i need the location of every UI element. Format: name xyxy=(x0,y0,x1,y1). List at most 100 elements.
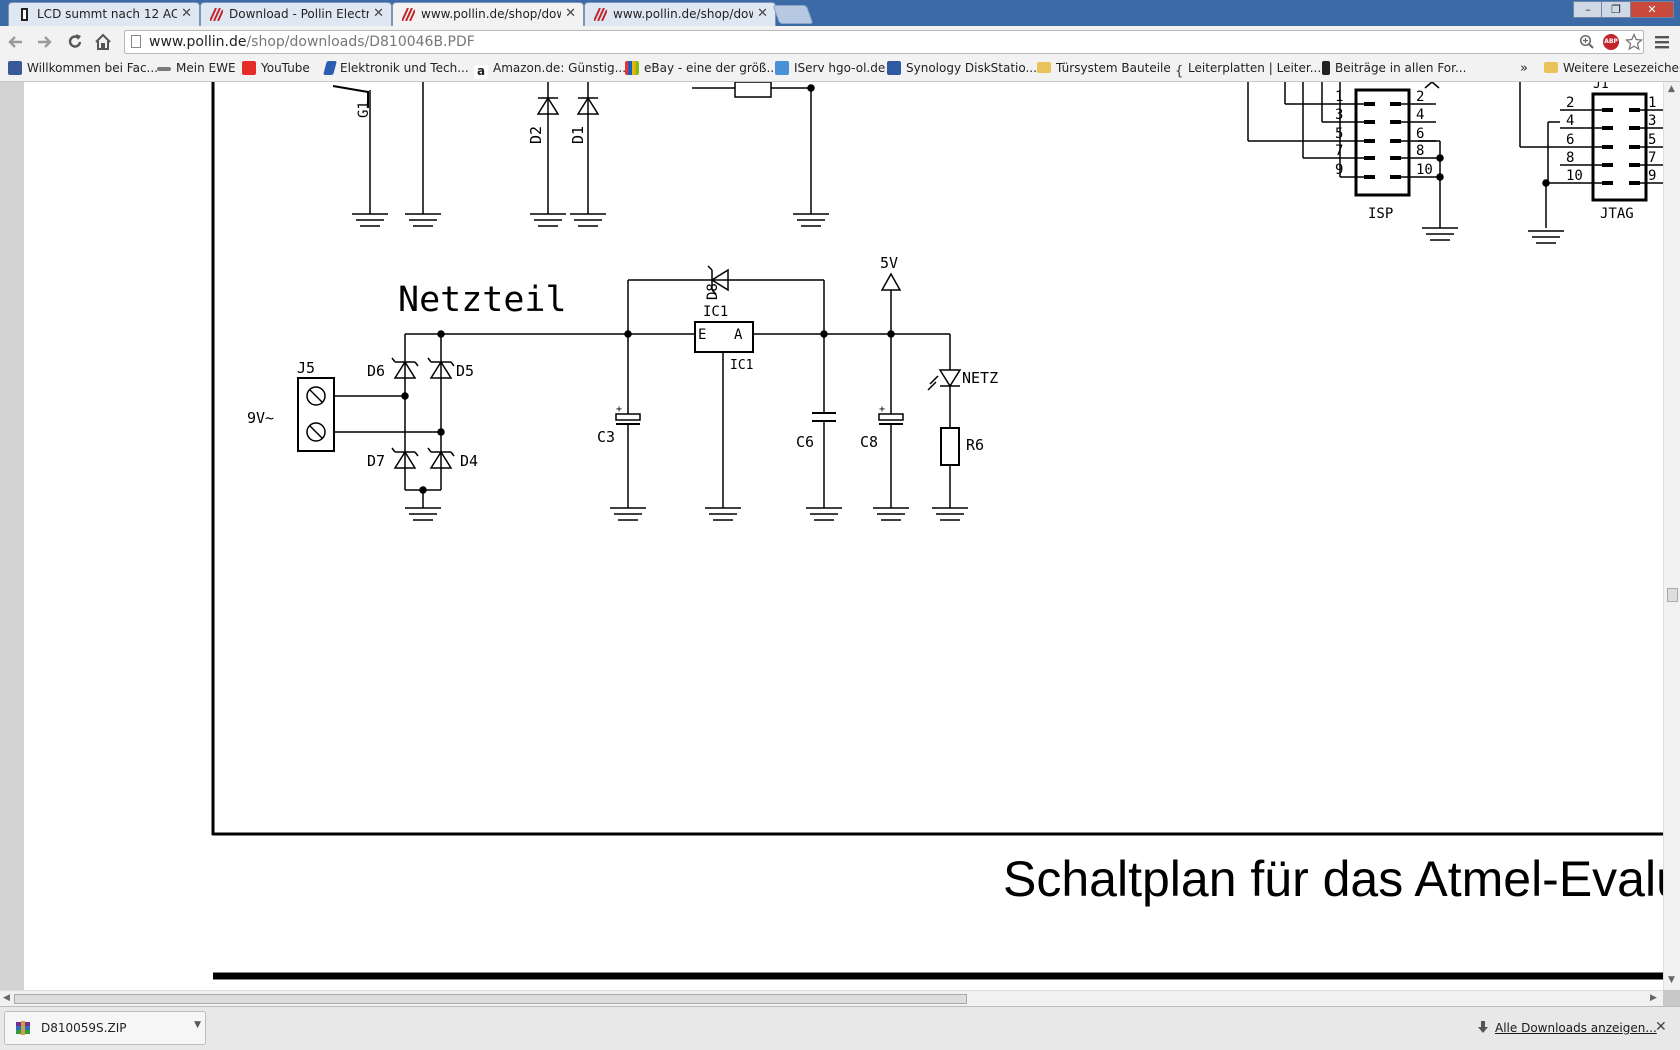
new-tab-button[interactable] xyxy=(772,5,814,24)
label-ic1-top: IC1 xyxy=(703,304,728,320)
ground-symbol xyxy=(610,507,646,521)
close-tab-icon[interactable]: ✕ xyxy=(373,6,384,21)
pdf-page: G1 D2 D1 xyxy=(24,82,1663,990)
bookmark-label: Amazon.de: Günstig... xyxy=(493,61,627,75)
terminal-block-j5 xyxy=(297,377,441,452)
back-arrow-icon xyxy=(8,36,22,48)
bookmark-ebay[interactable]: eBay - eine der größ... xyxy=(625,61,778,79)
bookmark-elektronik[interactable]: Elektronik und Tech... xyxy=(323,61,469,79)
bookmark-facebook[interactable]: Willkommen bei Fac... xyxy=(8,61,158,79)
bookmarks-overflow-button[interactable]: » xyxy=(1520,61,1528,76)
label-jtag: JTAG xyxy=(1600,206,1634,222)
scroll-up-arrow-icon[interactable]: ▲ xyxy=(1668,84,1675,94)
menu-icon[interactable] xyxy=(1653,33,1671,51)
ground-symbol xyxy=(405,507,441,521)
pin-number: 3 xyxy=(1648,113,1656,129)
bookmark-star-icon[interactable] xyxy=(1625,33,1643,51)
download-arrow-icon xyxy=(1478,1021,1488,1033)
horizontal-scrollbar[interactable]: ◀ ▶ xyxy=(0,990,1663,1006)
tab-pdf-2[interactable]: www.pollin.de/shop/dow ✕ xyxy=(584,2,776,26)
maximize-button[interactable]: ❐ xyxy=(1601,1,1631,18)
adblock-plus-icon[interactable]: ABP xyxy=(1603,34,1619,50)
tab-active-pdf[interactable]: www.pollin.de/shop/dow ✕ xyxy=(392,2,584,26)
bookmark-label: Mein EWE xyxy=(176,61,236,75)
bookmark-iserv[interactable]: IServ hgo-ol.de xyxy=(775,61,885,79)
label-d7: D7 xyxy=(367,452,385,470)
download-shelf: D810059S.ZIP ▼ Alle Downloads anzeigen..… xyxy=(0,1006,1680,1050)
pdf-viewport[interactable]: G1 D2 D1 xyxy=(0,82,1663,990)
bracket-icon: { xyxy=(1175,64,1184,79)
section-title-netzteil: Netzteil xyxy=(398,280,567,320)
address-bar[interactable]: www.pollin.de/shop/downloads/D810046B.PD… xyxy=(124,30,1644,54)
close-tab-icon[interactable]: ✕ xyxy=(181,6,192,21)
url-host: www.pollin.de xyxy=(149,34,247,50)
ground-symbol xyxy=(530,213,566,227)
bookmark-youtube[interactable]: YouTube xyxy=(242,61,310,79)
minimize-button[interactable]: – xyxy=(1573,1,1603,18)
back-button[interactable] xyxy=(5,32,27,52)
download-item[interactable]: D810059S.ZIP ▼ xyxy=(4,1011,206,1045)
ebay-icon xyxy=(625,61,639,75)
polarity-plus-c3: + xyxy=(616,404,622,415)
bookmark-synology[interactable]: Synology DiskStatio... xyxy=(887,61,1037,79)
bookmarks-bar: Willkommen bei Fac... Mein EWE YouTube E… xyxy=(0,58,1680,82)
iserv-icon xyxy=(775,61,789,75)
label-ic1: IC1 xyxy=(730,358,753,373)
forward-button[interactable] xyxy=(33,32,55,52)
bookmark-beitraege[interactable]: Beiträge in allen For... xyxy=(1322,61,1466,79)
tab-label: LCD summt nach 12 AC E xyxy=(37,7,177,21)
reload-button[interactable] xyxy=(64,32,86,52)
tab-strip: LCD summt nach 12 AC E ✕ Download - Poll… xyxy=(0,0,1680,26)
forward-arrow-icon xyxy=(38,36,52,48)
label-c6: C6 xyxy=(796,433,814,451)
bookmark-tuersystem[interactable]: Türsystem Bauteile xyxy=(1037,61,1171,79)
pin-number: 4 xyxy=(1566,113,1574,129)
bookmark-leiterplatten[interactable]: {Leiterplatten | Leiter... xyxy=(1175,61,1321,79)
horizontal-scroll-thumb[interactable] xyxy=(14,994,967,1004)
home-button[interactable] xyxy=(92,32,114,52)
other-bookmarks-folder[interactable]: Weitere Lesezeichen xyxy=(1544,61,1680,79)
pin-number: 5 xyxy=(1335,126,1343,142)
show-all-downloads-link[interactable]: Alle Downloads anzeigen... xyxy=(1495,1021,1657,1035)
ground-symbol xyxy=(352,213,388,227)
label-g1: G1 xyxy=(356,101,372,118)
vertical-scroll-thumb[interactable] xyxy=(1667,588,1678,602)
home-icon xyxy=(95,33,111,50)
reload-icon xyxy=(68,34,82,48)
jtag-connector xyxy=(1519,82,1663,228)
tab-pollin-download[interactable]: Download - Pollin Electro ✕ xyxy=(200,2,392,26)
zip-archive-icon xyxy=(16,1021,30,1035)
tab-label: www.pollin.de/shop/dow xyxy=(613,7,753,21)
pin-number: 3 xyxy=(1335,107,1343,123)
label-r6: R6 xyxy=(966,436,984,454)
tab-lcd-forum[interactable]: LCD summt nach 12 AC E ✕ xyxy=(8,2,200,26)
bookmark-label: Synology DiskStatio... xyxy=(906,61,1037,75)
label-isp: ISP xyxy=(1368,206,1393,222)
download-filename: D810059S.ZIP xyxy=(41,1021,127,1035)
zoom-icon[interactable] xyxy=(1579,34,1595,50)
close-tab-icon[interactable]: ✕ xyxy=(565,6,576,21)
close-tab-icon[interactable]: ✕ xyxy=(757,6,768,21)
scroll-left-arrow-icon[interactable]: ◀ xyxy=(3,993,10,1003)
scroll-down-arrow-icon[interactable]: ▼ xyxy=(1668,975,1675,985)
pollin-icon xyxy=(594,8,607,21)
ground-symbol xyxy=(570,213,606,227)
pin-number: 10 xyxy=(1416,162,1433,178)
bookmark-ewe[interactable]: Mein EWE xyxy=(157,61,236,79)
other-bookmarks-label: Weitere Lesezeichen xyxy=(1563,61,1680,75)
bookmark-label: Beiträge in allen For... xyxy=(1335,61,1467,75)
ground-symbol xyxy=(705,507,741,521)
pin-number: 5 xyxy=(1648,132,1656,148)
ground-symbol xyxy=(405,213,441,227)
synology-icon xyxy=(887,61,901,75)
scroll-right-arrow-icon[interactable]: ▶ xyxy=(1650,993,1657,1003)
toolbar: www.pollin.de/shop/downloads/D810046B.PD… xyxy=(0,26,1680,58)
close-shelf-button[interactable]: ✕ xyxy=(1655,1019,1667,1035)
label-netz: NETZ xyxy=(962,369,998,387)
close-window-button[interactable]: ✕ xyxy=(1630,1,1674,18)
vertical-scrollbar[interactable]: ▲ ▼ xyxy=(1663,82,1680,990)
pin-number: 6 xyxy=(1566,132,1574,148)
ewe-icon xyxy=(157,67,171,71)
chevron-down-icon[interactable]: ▼ xyxy=(194,1020,201,1030)
